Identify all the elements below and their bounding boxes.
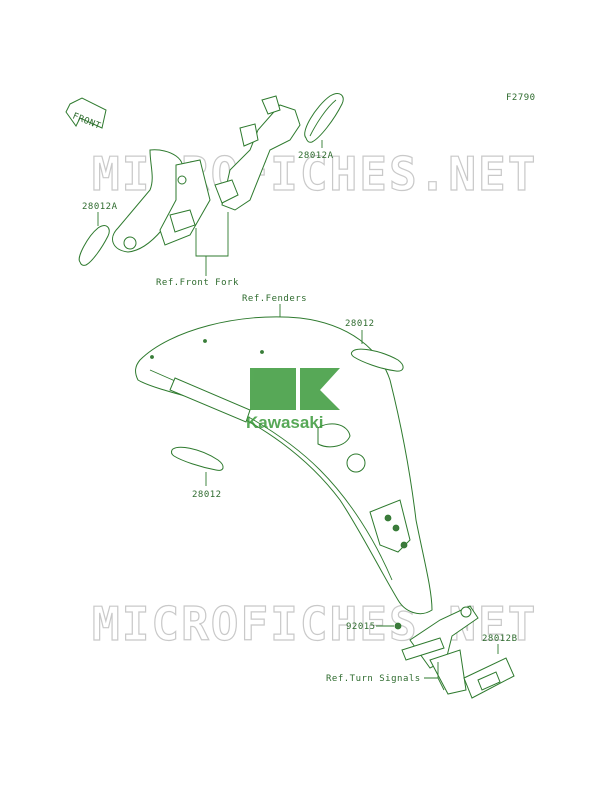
label-ref-fenders: Ref.Fenders <box>242 294 307 304</box>
kawasaki-logo: Kawasaki <box>246 368 340 432</box>
label-28012a-left: 28012A <box>82 202 118 212</box>
front-fork-illustration <box>112 95 301 253</box>
label-92015: 92015 <box>346 622 376 632</box>
label-28012-right: 28012 <box>345 319 375 329</box>
label-28012a-right: 28012A <box>298 151 334 161</box>
decal-28012-fender-left <box>170 446 224 471</box>
label-ref-turn-signals: Ref.Turn Signals <box>326 674 421 684</box>
decal-28012a-upper-right <box>304 93 344 143</box>
label-ref-front-fork: Ref.Front Fork <box>156 278 239 288</box>
turn-signal-bracket-illustration <box>394 605 479 695</box>
label-28012b: 28012B <box>482 634 518 644</box>
label-28012-left: 28012 <box>192 490 222 500</box>
decal-28012a-upper-left <box>78 225 110 266</box>
front-arrow-icon: FRONT <box>65 97 107 132</box>
decal-28012-fender-right <box>350 348 404 372</box>
logo-text: Kawasaki <box>246 413 324 432</box>
figure-code: F2790 <box>506 93 536 103</box>
decal-28012b <box>463 657 515 699</box>
watermark-bottom: MICROFICHES.NET <box>92 597 537 651</box>
rear-fender-illustration <box>135 316 433 615</box>
